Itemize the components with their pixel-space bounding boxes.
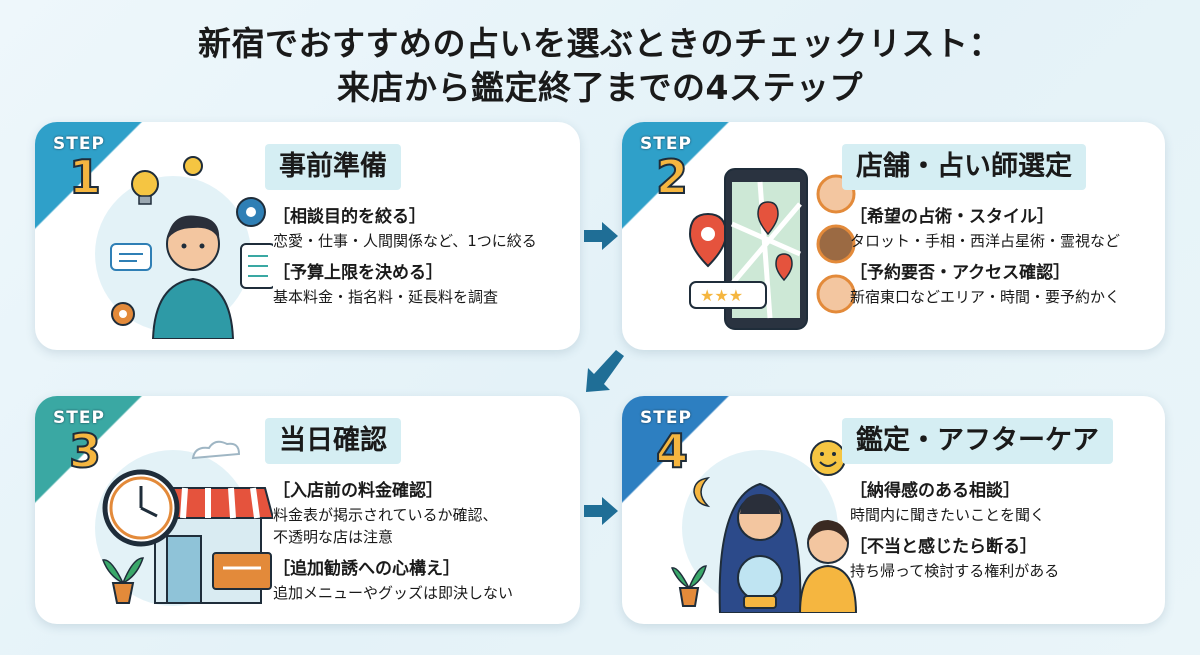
thinking-person-illustration (95, 156, 273, 339)
step-number: 3 (68, 423, 102, 479)
smartphone-map-illustration: ★★★ (688, 168, 856, 330)
crystal-ball-icon (737, 555, 783, 609)
item-label: ［追加勧誘への心構え］ (273, 559, 460, 579)
moon-icon (693, 476, 711, 508)
step-tag: STEP (640, 408, 692, 428)
item-label: ［予算上限を決める］ (273, 263, 443, 283)
step-items: ［納得感のある相談］ 時間内に聞きたいことを聞く ［不当と感じたら断る］ 持ち帰… (850, 478, 1155, 590)
step-2-card: ★★★ STEP 2 店舗・占い師選定 ［希望の占術・スタイル］ タロット・手相… (622, 122, 1165, 350)
step-heading: 店舗・占い師選定 (842, 144, 1086, 190)
step-tag: STEP (53, 134, 105, 154)
item-label: ［不当と感じたら断る］ (850, 537, 1037, 557)
client-person (798, 520, 858, 613)
fortune-teller-avatars (816, 174, 856, 314)
lightbulb-icon (131, 156, 203, 205)
item-desc: 恋愛・仕事・人間関係など、1つに絞る (273, 232, 537, 250)
item-desc: 持ち帰って検討する権利がある (850, 562, 1060, 580)
step-3-card: STEP 3 当日確認 ［入店前の料金確認］ 料金表が掲示されているか確認、 不… (35, 396, 580, 624)
page-title: 新宿でおすすめの占いを選ぶときのチェックリスト： 来店から鑑定終了までの4ステッ… (0, 22, 1200, 110)
star-rating-icon: ★★★ (689, 281, 767, 309)
step-items: ［入店前の料金確認］ 料金表が掲示されているか確認、 不透明な店は注意 ［追加勧… (273, 478, 573, 612)
step-heading: 当日確認 (265, 418, 401, 464)
step-4-card: STEP 4 鑑定・アフターケア ［納得感のある相談］ 時間内に聞きたいことを聞… (622, 396, 1165, 624)
item-desc: 追加メニューやグッズは即決しない (273, 584, 514, 602)
item-desc: 新宿東口などエリア・時間・要予約かく (850, 288, 1121, 306)
step-tag: STEP (53, 408, 105, 428)
smiley-icon (810, 440, 846, 476)
step-number: 2 (655, 149, 689, 205)
shop-clock-illustration (95, 440, 273, 606)
item-label: ［予約要否・アクセス確認］ (850, 263, 1071, 283)
checklist-icon (240, 243, 273, 289)
speech-bubble-left (110, 243, 152, 271)
title-line-1: 新宿でおすすめの占いを選ぶときのチェックリスト： (198, 24, 1002, 63)
person (151, 215, 235, 339)
arrow-down-left-icon (586, 350, 624, 392)
svg-text:★★★: ★★★ (700, 286, 743, 305)
item-desc: 時間内に聞きたいことを聞く (850, 506, 1046, 524)
arrow-right-icon (584, 222, 618, 250)
plant-icon (670, 565, 707, 607)
item-desc: タロット・手相・西洋占星術・霊視など (850, 232, 1121, 250)
map-pin-icon (688, 212, 728, 268)
step-items: ［希望の占術・スタイル］ タロット・手相・西洋占星術・霊視など ［予約要否・アク… (850, 204, 1155, 316)
fortune-reading-illustration (670, 440, 858, 613)
step-items: ［相談目的を絞る］ 恋愛・仕事・人間関係など、1つに絞る ［予算上限を決める］ … (273, 204, 573, 316)
step-number: 4 (655, 423, 689, 479)
plant-icon (102, 557, 145, 604)
step-1-card: STEP 1 事前準備 ［相談目的を絞る］ 恋愛・仕事・人間関係など、1つに絞る… (35, 122, 580, 350)
item-label: ［相談目的を絞る］ (273, 207, 426, 227)
step-heading: 事前準備 (265, 144, 401, 190)
item-label: ［入店前の料金確認］ (273, 481, 443, 501)
gear-icon (111, 197, 266, 326)
item-desc: 基本料金・指名料・延長料を調査 (273, 288, 499, 306)
title-line-2: 来店から鑑定終了までの4ステップ (337, 68, 863, 107)
clock-icon (102, 469, 180, 547)
step-number: 1 (68, 149, 102, 205)
item-label: ［納得感のある相談］ (850, 481, 1020, 501)
step-heading: 鑑定・アフターケア (842, 418, 1113, 464)
item-label: ［希望の占術・スタイル］ (850, 207, 1054, 227)
arrow-right-icon (584, 497, 618, 525)
step-tag: STEP (640, 134, 692, 154)
item-desc: 料金表が掲示されているか確認、 不透明な店は注意 (273, 506, 498, 546)
